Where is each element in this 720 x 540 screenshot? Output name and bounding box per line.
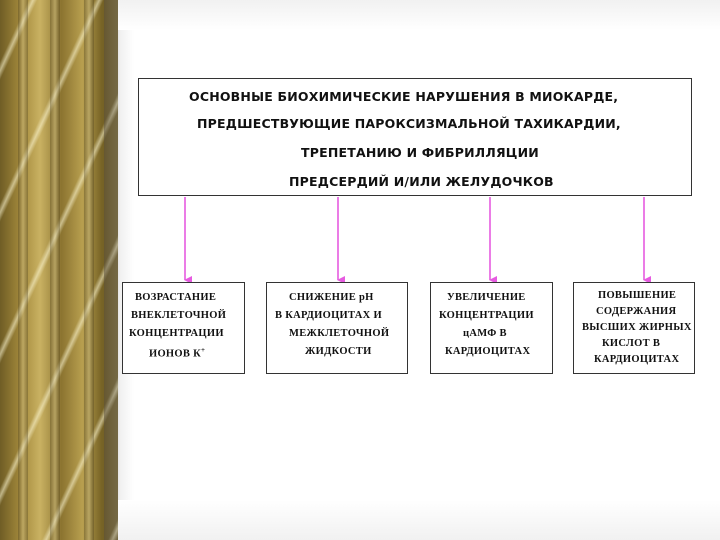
- main-title-line-3: ТРЕПЕТАНИЮ И ФИБРИЛЛЯЦИИ: [301, 145, 539, 160]
- main-title-box: ОСНОВНЫЕ БИОХИМИЧЕСКИЕ НАРУШЕНИЯ В МИОКА…: [138, 78, 692, 196]
- sub-box-4-line-5: КАРДИОЦИТАХ: [594, 354, 680, 365]
- sub-box-2-line-3: МЕЖКЛЕТОЧНОЙ: [289, 328, 390, 339]
- sub-box-3-line-3: цАМФ В: [463, 328, 507, 339]
- sub-box-potassium: ВОЗРАСТАНИЕ ВНЕКЛЕТОЧНОЙ КОНЦЕНТРАЦИИ ИО…: [122, 282, 245, 374]
- main-title-line-2: ПРЕДШЕСТВУЮЩИЕ ПАРОКСИЗМАЛЬНОЙ ТАХИКАРДИ…: [197, 116, 621, 131]
- sub-box-4-line-2: СОДЕРЖАНИЯ: [596, 306, 677, 317]
- panel-edge-shadow: [104, 0, 134, 540]
- sub-box-1-line-2: ВНЕКЛЕТОЧНОЙ: [131, 310, 227, 321]
- sub-box-1-line-1: ВОЗРАСТАНИЕ: [135, 292, 217, 303]
- sub-box-3-line-1: УВЕЛИЧЕНИЕ: [447, 292, 526, 303]
- sub-box-1-line-3: КОНЦЕНТРАЦИИ: [129, 328, 224, 339]
- bottom-shade: [118, 500, 720, 540]
- sub-box-fatty-acids: ПОВЫШЕНИЕ СОДЕРЖАНИЯ ВЫСШИХ ЖИРНЫХ КИСЛО…: [573, 282, 695, 374]
- main-title-line-1: ОСНОВНЫЕ БИОХИМИЧЕСКИЕ НАРУШЕНИЯ В МИОКА…: [189, 89, 619, 104]
- sub-box-1-line-4: ИОНОВ К+: [149, 346, 206, 360]
- decorative-gold-panel: [0, 0, 118, 540]
- sub-box-2-line-4: ЖИДКОСТИ: [305, 346, 372, 357]
- sub-box-4-line-1: ПОВЫШЕНИЕ: [598, 290, 677, 301]
- main-title-line-4: ПРЕДСЕРДИЙ И/ИЛИ ЖЕЛУДОЧКОВ: [289, 174, 554, 189]
- sub-box-3-line-4: КАРДИОЦИТАХ: [445, 346, 531, 357]
- sub-box-camp: УВЕЛИЧЕНИЕ КОНЦЕНТРАЦИИ цАМФ В КАРДИОЦИТ…: [430, 282, 553, 374]
- sub-box-4-line-4: КИСЛОТ В: [602, 338, 661, 349]
- top-shade: [118, 0, 720, 30]
- sub-box-ph: СНИЖЕНИЕ pH В КАРДИОЦИТАХ И МЕЖКЛЕТОЧНОЙ…: [266, 282, 408, 374]
- sub-box-2-line-1: СНИЖЕНИЕ pH: [289, 292, 374, 303]
- sub-box-2-line-2: В КАРДИОЦИТАХ И: [275, 310, 382, 321]
- sub-box-3-line-2: КОНЦЕНТРАЦИИ: [439, 310, 534, 321]
- sub-box-4-line-3: ВЫСШИХ ЖИРНЫХ: [582, 322, 692, 333]
